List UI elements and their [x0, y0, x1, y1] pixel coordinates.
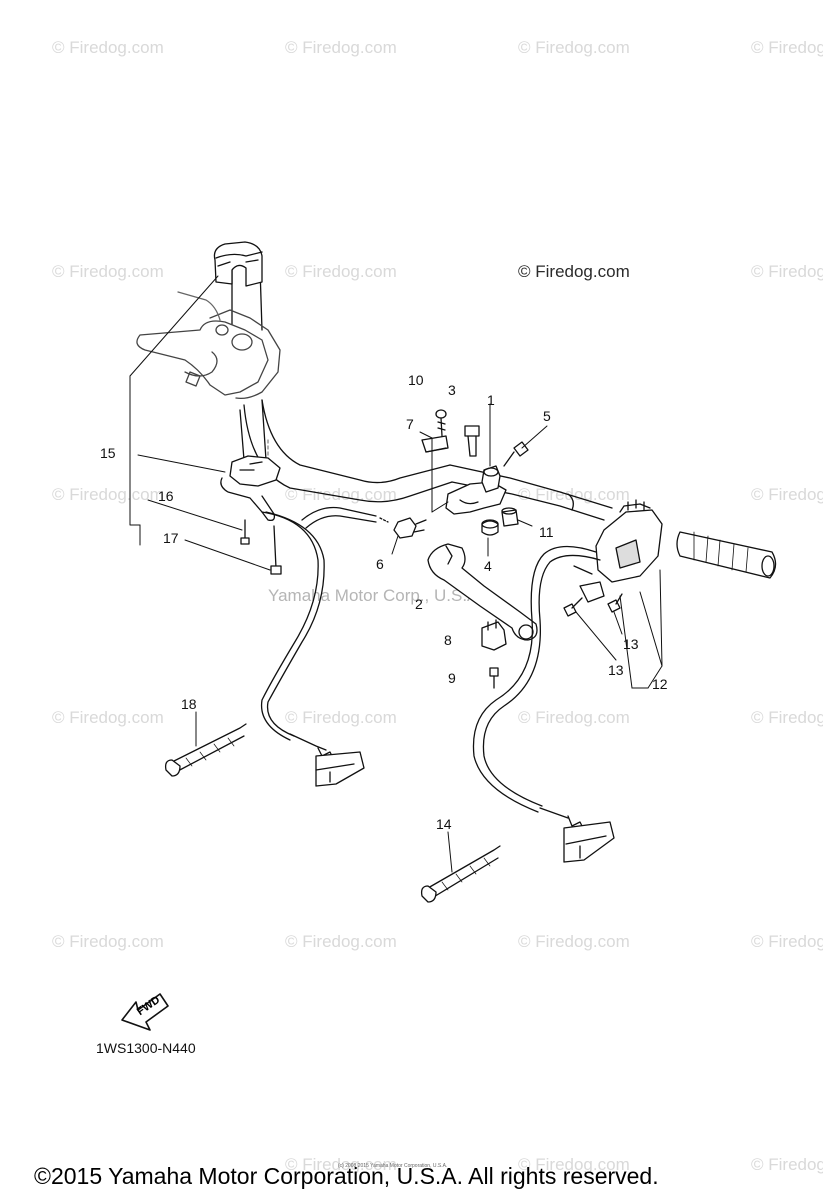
- watermark: © Firedog.com: [52, 485, 164, 504]
- tiny-copyright-note: (c) 2008 2015 Yamaha Motor Corporation, …: [338, 1163, 448, 1169]
- watermark: © Firedog.com: [751, 932, 823, 951]
- right-switch-cable: [472, 545, 601, 813]
- upper-holder: [213, 241, 263, 287]
- right-grip: [676, 531, 777, 579]
- callout-16: 16: [158, 488, 174, 504]
- leader-lines-left: [129, 275, 271, 571]
- watermark: © Firedog.com: [518, 932, 630, 951]
- part-15-holder: [220, 455, 281, 522]
- watermark-main: © Firedog.com: [518, 262, 630, 281]
- watermark: © Firedog.com: [751, 1155, 823, 1174]
- watermark: © Firedog.com: [285, 932, 397, 951]
- part-3-bolt: [464, 425, 480, 457]
- screw-16: [240, 519, 250, 545]
- callout-8: 8: [444, 632, 452, 648]
- fwd-arrow-icon: [121, 993, 169, 1031]
- dashed-cable-segment: [301, 506, 389, 529]
- callout-10: 10: [408, 372, 424, 388]
- watermark: © Firedog.com: [52, 262, 164, 281]
- part-11-bushing: [501, 507, 519, 527]
- part-4-collar: [481, 519, 499, 536]
- watermark: © Firedog.com: [285, 262, 397, 281]
- lever-part-2: [427, 543, 538, 641]
- screw-13a: [563, 597, 583, 617]
- callout-9: 9: [448, 670, 456, 686]
- callout-3: 3: [448, 382, 456, 398]
- callout-2: 2: [415, 596, 423, 612]
- part-8-switch: [481, 619, 507, 651]
- watermark: © Firedog.com: [518, 38, 630, 57]
- watermark: © Firedog.com: [285, 38, 397, 57]
- callout-5: 5: [543, 408, 551, 424]
- left-switch-cable: [260, 511, 325, 741]
- watermark: © Firedog.com: [751, 262, 823, 281]
- callout-6: 6: [376, 556, 384, 572]
- lever-holder: [445, 465, 507, 515]
- part-10-screw: [435, 409, 447, 437]
- callout-14: 14: [436, 816, 452, 832]
- callout-11: 11: [539, 524, 554, 540]
- watermark: © Firedog.com: [751, 485, 823, 504]
- watermark: © Firedog.com: [518, 1155, 630, 1174]
- copyright-footer: ©2015 Yamaha Motor Corporation, U.S.A. A…: [34, 1163, 659, 1189]
- callout-13b: 13: [608, 662, 624, 678]
- callout-17: 17: [163, 530, 179, 546]
- screw-13b: [607, 593, 623, 613]
- diagram-code: 1WS1300-N440: [96, 1040, 196, 1056]
- part-9-screw: [489, 667, 499, 689]
- watermark: © Firedog.com: [52, 708, 164, 727]
- cable-tie-18: [164, 711, 247, 777]
- watermark: © Firedog.com: [751, 708, 823, 727]
- watermark: © Firedog.com: [518, 485, 630, 504]
- watermark: © Firedog.com: [285, 485, 397, 504]
- callout-7: 7: [406, 416, 414, 432]
- screw-17: [270, 525, 282, 575]
- callout-12: 12: [652, 676, 668, 692]
- callout-15: 15: [100, 445, 116, 461]
- leader-lines-center: [391, 403, 548, 557]
- bolt-6: [393, 517, 427, 539]
- watermark: © Firedog.com: [285, 708, 397, 727]
- callout-18: 18: [181, 696, 197, 712]
- right-connector: [539, 807, 615, 863]
- right-switch-housing: [573, 499, 663, 603]
- watermark: © Firedog.com: [751, 38, 823, 57]
- left-connector: [289, 733, 365, 787]
- left-lever-assembly: [136, 291, 281, 400]
- watermark: © Firedog.com: [285, 1155, 397, 1174]
- part-7-block: [421, 435, 449, 453]
- callout-4: 4: [484, 558, 492, 574]
- watermark: © Firedog.com: [518, 708, 630, 727]
- cable-tie-14: [420, 831, 501, 903]
- callout-1: 1: [487, 392, 495, 408]
- leader-lines-right: [575, 569, 663, 689]
- callout-13a: 13: [623, 636, 639, 652]
- watermark: © Firedog.com: [52, 932, 164, 951]
- watermark: © Firedog.com: [52, 38, 164, 57]
